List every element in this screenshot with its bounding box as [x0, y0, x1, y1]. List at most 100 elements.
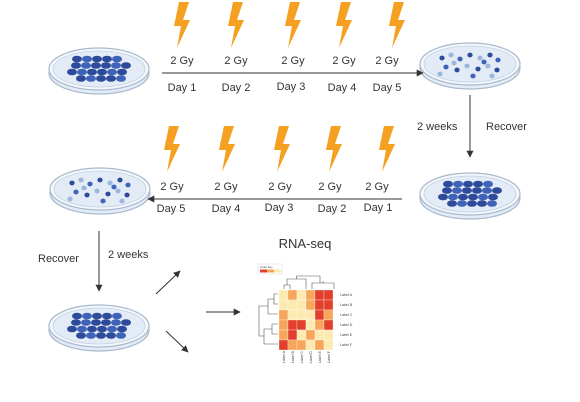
cell: [100, 198, 106, 204]
cell: [481, 59, 487, 65]
heatmap-cell: [296, 299, 307, 311]
heatmap-row-labels: Label A Label B Label C Label D Label E …: [340, 293, 353, 347]
heatmap-dendrogram-left: [258, 293, 278, 345]
lightning-bolt-icon: [219, 126, 235, 172]
dose-label: 2 Gy: [332, 55, 356, 67]
dish-start: [48, 47, 150, 95]
recover-interval-label: 2 weeks: [417, 121, 458, 133]
dish-recovered-right: [419, 172, 521, 220]
heatmap-col-label: Label B: [291, 350, 295, 363]
cell: [470, 73, 476, 79]
heatmap-cell: [323, 299, 334, 311]
dose-label: 2 Gy: [224, 55, 248, 67]
heatmap-cell: [287, 329, 298, 341]
recover-interval-label: 2 weeks: [108, 249, 149, 261]
heatmap-cell: [296, 339, 307, 351]
cell: [488, 193, 498, 201]
cell: [87, 325, 97, 333]
cell: [117, 68, 127, 76]
cell: [116, 332, 126, 339]
row2-bolts: [164, 126, 395, 172]
cell: [443, 180, 453, 188]
heatmap-cell: [278, 299, 289, 311]
cell: [82, 312, 92, 320]
day-label: Day 5: [157, 203, 186, 215]
cell: [451, 60, 457, 66]
heatmap-col-label: Label D: [309, 351, 313, 364]
cell: [106, 75, 116, 82]
heatmap-cell: [287, 319, 298, 331]
heatmap-cell: [314, 329, 325, 341]
heatmap-cell: [314, 339, 325, 351]
lightning-bolt-icon: [274, 126, 290, 172]
cell: [447, 200, 457, 207]
heatmap-cell: [296, 329, 307, 341]
lightning-bolt-icon: [379, 126, 395, 172]
heatmap-cell: [314, 309, 325, 321]
cell: [111, 184, 117, 190]
cell: [91, 62, 101, 69]
heatmap-cell: [296, 319, 307, 331]
cell: [92, 55, 102, 63]
cell: [94, 188, 100, 194]
cell: [81, 62, 91, 69]
cell: [73, 189, 79, 195]
heatmap-cell: [305, 289, 316, 301]
cell: [82, 55, 92, 63]
lightning-bolt-icon: [285, 2, 301, 48]
dose-label: 2 Gy: [214, 181, 238, 193]
heatmap-cell: [323, 339, 334, 351]
heatmap-row-label: Label B: [340, 303, 353, 307]
cell: [96, 75, 106, 82]
lightning-bolt-icon: [389, 2, 405, 48]
cell: [477, 55, 483, 61]
cell: [96, 332, 106, 339]
lightning-bolt-icon: [228, 2, 244, 48]
color-key-label: Color key: [260, 265, 273, 269]
cell: [468, 193, 478, 201]
cell: [117, 177, 123, 183]
cell: [78, 177, 84, 183]
day-label: Day 4: [328, 82, 357, 94]
cell: [487, 200, 497, 207]
cell: [492, 187, 502, 194]
cell: [452, 187, 462, 194]
cell: [67, 68, 77, 76]
branch-arrow-up: [155, 270, 181, 295]
lightning-bolt-icon: [164, 126, 180, 172]
cell: [107, 68, 117, 76]
cell: [107, 180, 113, 186]
cell: [121, 62, 131, 69]
day-label: Day 3: [265, 202, 294, 214]
cell: [69, 180, 75, 186]
cell: [105, 191, 111, 197]
heatmap-row-label: Label A: [340, 293, 353, 297]
dish-after-second-course: [49, 167, 151, 215]
heatmap-cell: [278, 329, 289, 341]
heatmap-cell: [287, 299, 298, 311]
cell: [107, 325, 117, 333]
day-label: Day 5: [373, 82, 402, 94]
heatmap-cell: [305, 309, 316, 321]
cell: [442, 187, 452, 194]
row2-day-labels: Day 5 Day 4 Day 3 Day 2 Day 1: [157, 202, 393, 215]
cell: [115, 188, 121, 194]
cell: [454, 67, 460, 73]
heatmap-cell: [314, 289, 325, 301]
cell: [494, 67, 500, 73]
heatmap-cell: [323, 319, 334, 331]
heatmap-cell: [314, 319, 325, 331]
dose-label: 2 Gy: [268, 181, 292, 193]
heatmap-cell: [305, 339, 316, 351]
heatmap-cell: [278, 289, 289, 301]
cell: [462, 187, 472, 194]
cell: [124, 192, 130, 198]
cell: [475, 66, 481, 72]
recover-label: Recover: [38, 253, 79, 265]
heatmap-cell: [305, 319, 316, 331]
cell: [112, 312, 122, 320]
cell: [443, 64, 449, 70]
cell: [67, 196, 73, 202]
rnaseq-title: RNA-seq: [279, 236, 332, 251]
